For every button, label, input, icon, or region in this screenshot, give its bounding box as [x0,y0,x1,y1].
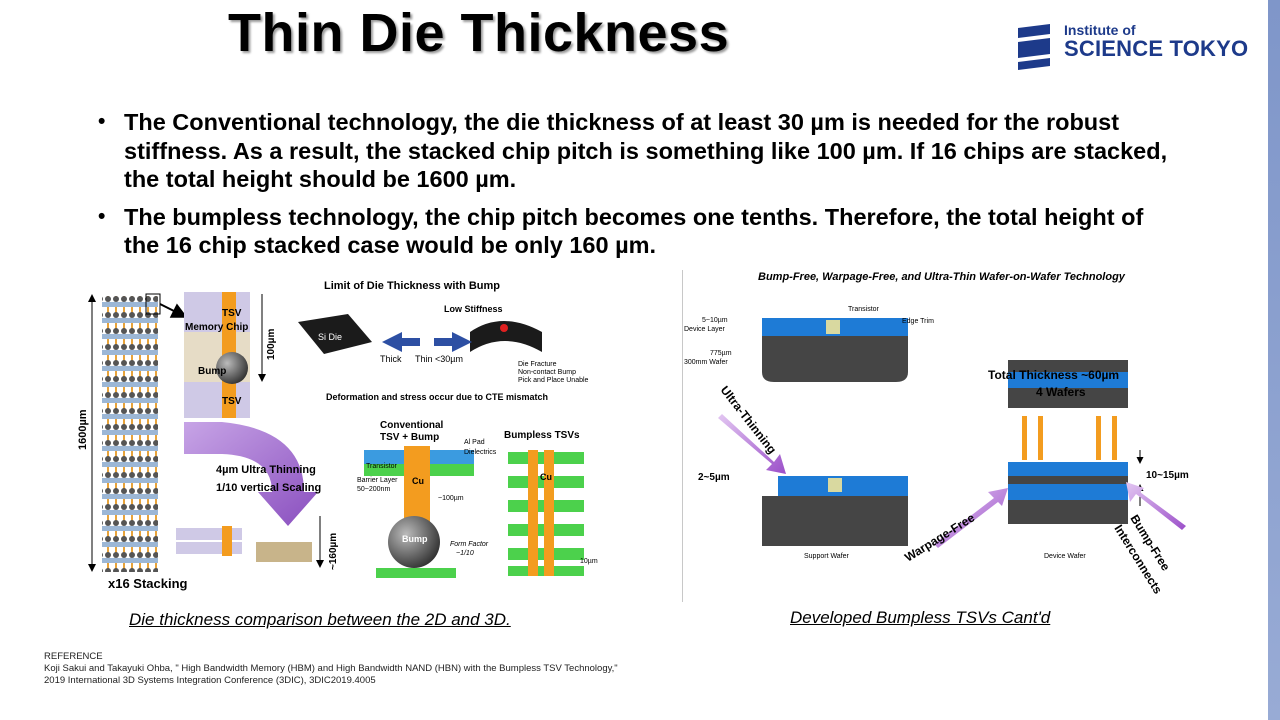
small-height-label: ~160µm [328,533,339,570]
right-accent-strip [1268,0,1280,720]
four-wafers-label: 4 Wafers [1036,385,1086,399]
device-layer-label-2: Device Layer [684,326,726,333]
bump-free-arrow [1126,482,1186,530]
failure-3: Pick and Place Unable [518,377,589,384]
chip-stack-graphic [102,296,158,572]
failure-2: Non-contact Bump [518,369,576,376]
bullet-item: • The Conventional technology, the die th… [98,108,1178,194]
bent-die-graphic [470,321,542,352]
arrow-right-icon [434,332,472,352]
conventional-label-1: Conventional [380,420,444,431]
bullet-dot: • [98,204,106,228]
right-figure-title: Bump-Free, Warpage-Free, and Ultra-Thin … [758,271,1126,283]
reference-line-2: 2019 International 3D Systems Integratio… [44,675,376,686]
wafer-label-1: 775µm [710,350,732,357]
warpage-free-arrow [934,488,1008,548]
top-stack-graphic [1008,360,1128,372]
reference-heading: REFERENCE [44,651,103,662]
bump-graphic [216,352,248,384]
height-label: 1600µm [77,409,89,450]
thinned-layer-graphic [778,476,908,496]
al-pad-label: Al Pad [464,439,485,446]
stacking-label: x16 Stacking [108,576,188,591]
thin-chip-graphic [176,528,242,540]
pitch-label: 100µm [266,329,277,360]
ultra-thinning-arrow [718,414,786,474]
bump2-label: Bump [402,534,428,544]
wafer-label-2: 300mm Wafer [684,359,728,366]
memory-chip-label: Memory Chip [185,322,248,333]
thinning-arrow [184,422,318,526]
si-die-graphic [298,314,372,354]
right-caption: Developed Bumpless TSVs Cant'd [790,608,1051,627]
thinning-label-2: 1/10 vertical Scaling [216,482,321,494]
low-stiffness-label: Low Stiffness [444,304,503,314]
support-wafer-graphic [762,496,908,546]
wafer-graphic [762,336,908,382]
limit-title: Limit of Die Thickness with Bump [324,280,500,292]
tsv-top-label: TSV [222,308,242,319]
dielectrics-label: Dielectrics [464,449,497,456]
bullet-text: The Conventional technology, the die thi… [124,109,1168,192]
transistor-label: Transistor [848,306,880,313]
device-wafer-stack [1008,462,1128,476]
left-figure: 1600µm x16 Stacking TSV Memory Chip Bump… [77,280,598,591]
um100-label: ~100µm [438,495,464,502]
device-layer-label-1: 5~10µm [702,317,728,324]
logo-line-1: Institute of [1064,22,1136,38]
slide-title: Thin Die Thickness [228,3,730,63]
barrier-label-2: 50~200nm [357,486,390,493]
bump-label: Bump [198,366,226,377]
bullet-item: • The bumpless technology, the chip pitch… [98,203,1178,260]
left-caption: Die thickness comparison between the 2D … [129,610,511,629]
support-wafer-label: Support Wafer [804,553,850,560]
thick-label: Thick [380,354,402,364]
thinning-label-1: 4µm Ultra Thinning [216,464,316,476]
bumpless-tsvs-label: Bumpless TSVs [504,430,580,441]
si-die-label: Si Die [318,332,342,342]
bullet-list: • The Conventional technology, the die th… [98,108,1178,269]
warpage-free-label: Warpage-Free [902,510,977,564]
bumpless-stack-graphic [508,450,584,576]
um10-15-label: 10~15µm [1146,470,1189,481]
conventional-label-2: TSV + Bump [380,432,439,443]
device-wafer-graphic [1008,500,1128,524]
memory-chip-graphic [184,292,250,332]
bump-ball-graphic [388,516,440,568]
form-factor-1: Form Factor [450,541,489,548]
reference-block: REFERENCE Koji Sakui and Takayuki Ohba, … [44,651,618,687]
cu2-label: Cu [540,472,552,482]
tsv-bottom-label: TSV [222,396,242,407]
edge-trim-label: Edge Trim [902,318,934,325]
total-thickness-label: Total Thickness ~60µm [988,368,1119,382]
logo-line-2: SCIENCE TOKYO [1064,36,1249,61]
arrow-left-icon [382,332,420,352]
form-factor-2: ~1/10 [456,550,474,557]
tsv-pillars-graphic [1022,416,1117,460]
device-wafer-label: Device Wafer [1044,553,1086,560]
transistor-label: Transistor [366,463,398,470]
deformation-label: Deformation and stress occur due to CTE … [326,392,548,402]
um2-5-label: 2~5µm [698,472,730,483]
bullet-dot: • [98,110,106,133]
institute-logo: Institute of SCIENCE TOKYO [1016,22,1251,72]
right-figure: Bump-Free, Warpage-Free, and Ultra-Thin … [684,271,1189,597]
thin-label: Thin <30µm [415,354,463,364]
logo-mark-icon [1018,24,1050,70]
thin-stack-graphic [256,542,312,562]
um10-label: 10µm [580,558,598,565]
figure-divider [682,270,683,602]
failure-1: Die Fracture [518,361,557,368]
reference-line-1: Koji Sakui and Takayuki Ohba, " High Ban… [44,663,618,674]
cu-label: Cu [412,476,424,486]
barrier-label-1: Barrier Layer [357,477,398,484]
bullet-text: The bumpless technology, the chip pitch … [124,203,1144,259]
